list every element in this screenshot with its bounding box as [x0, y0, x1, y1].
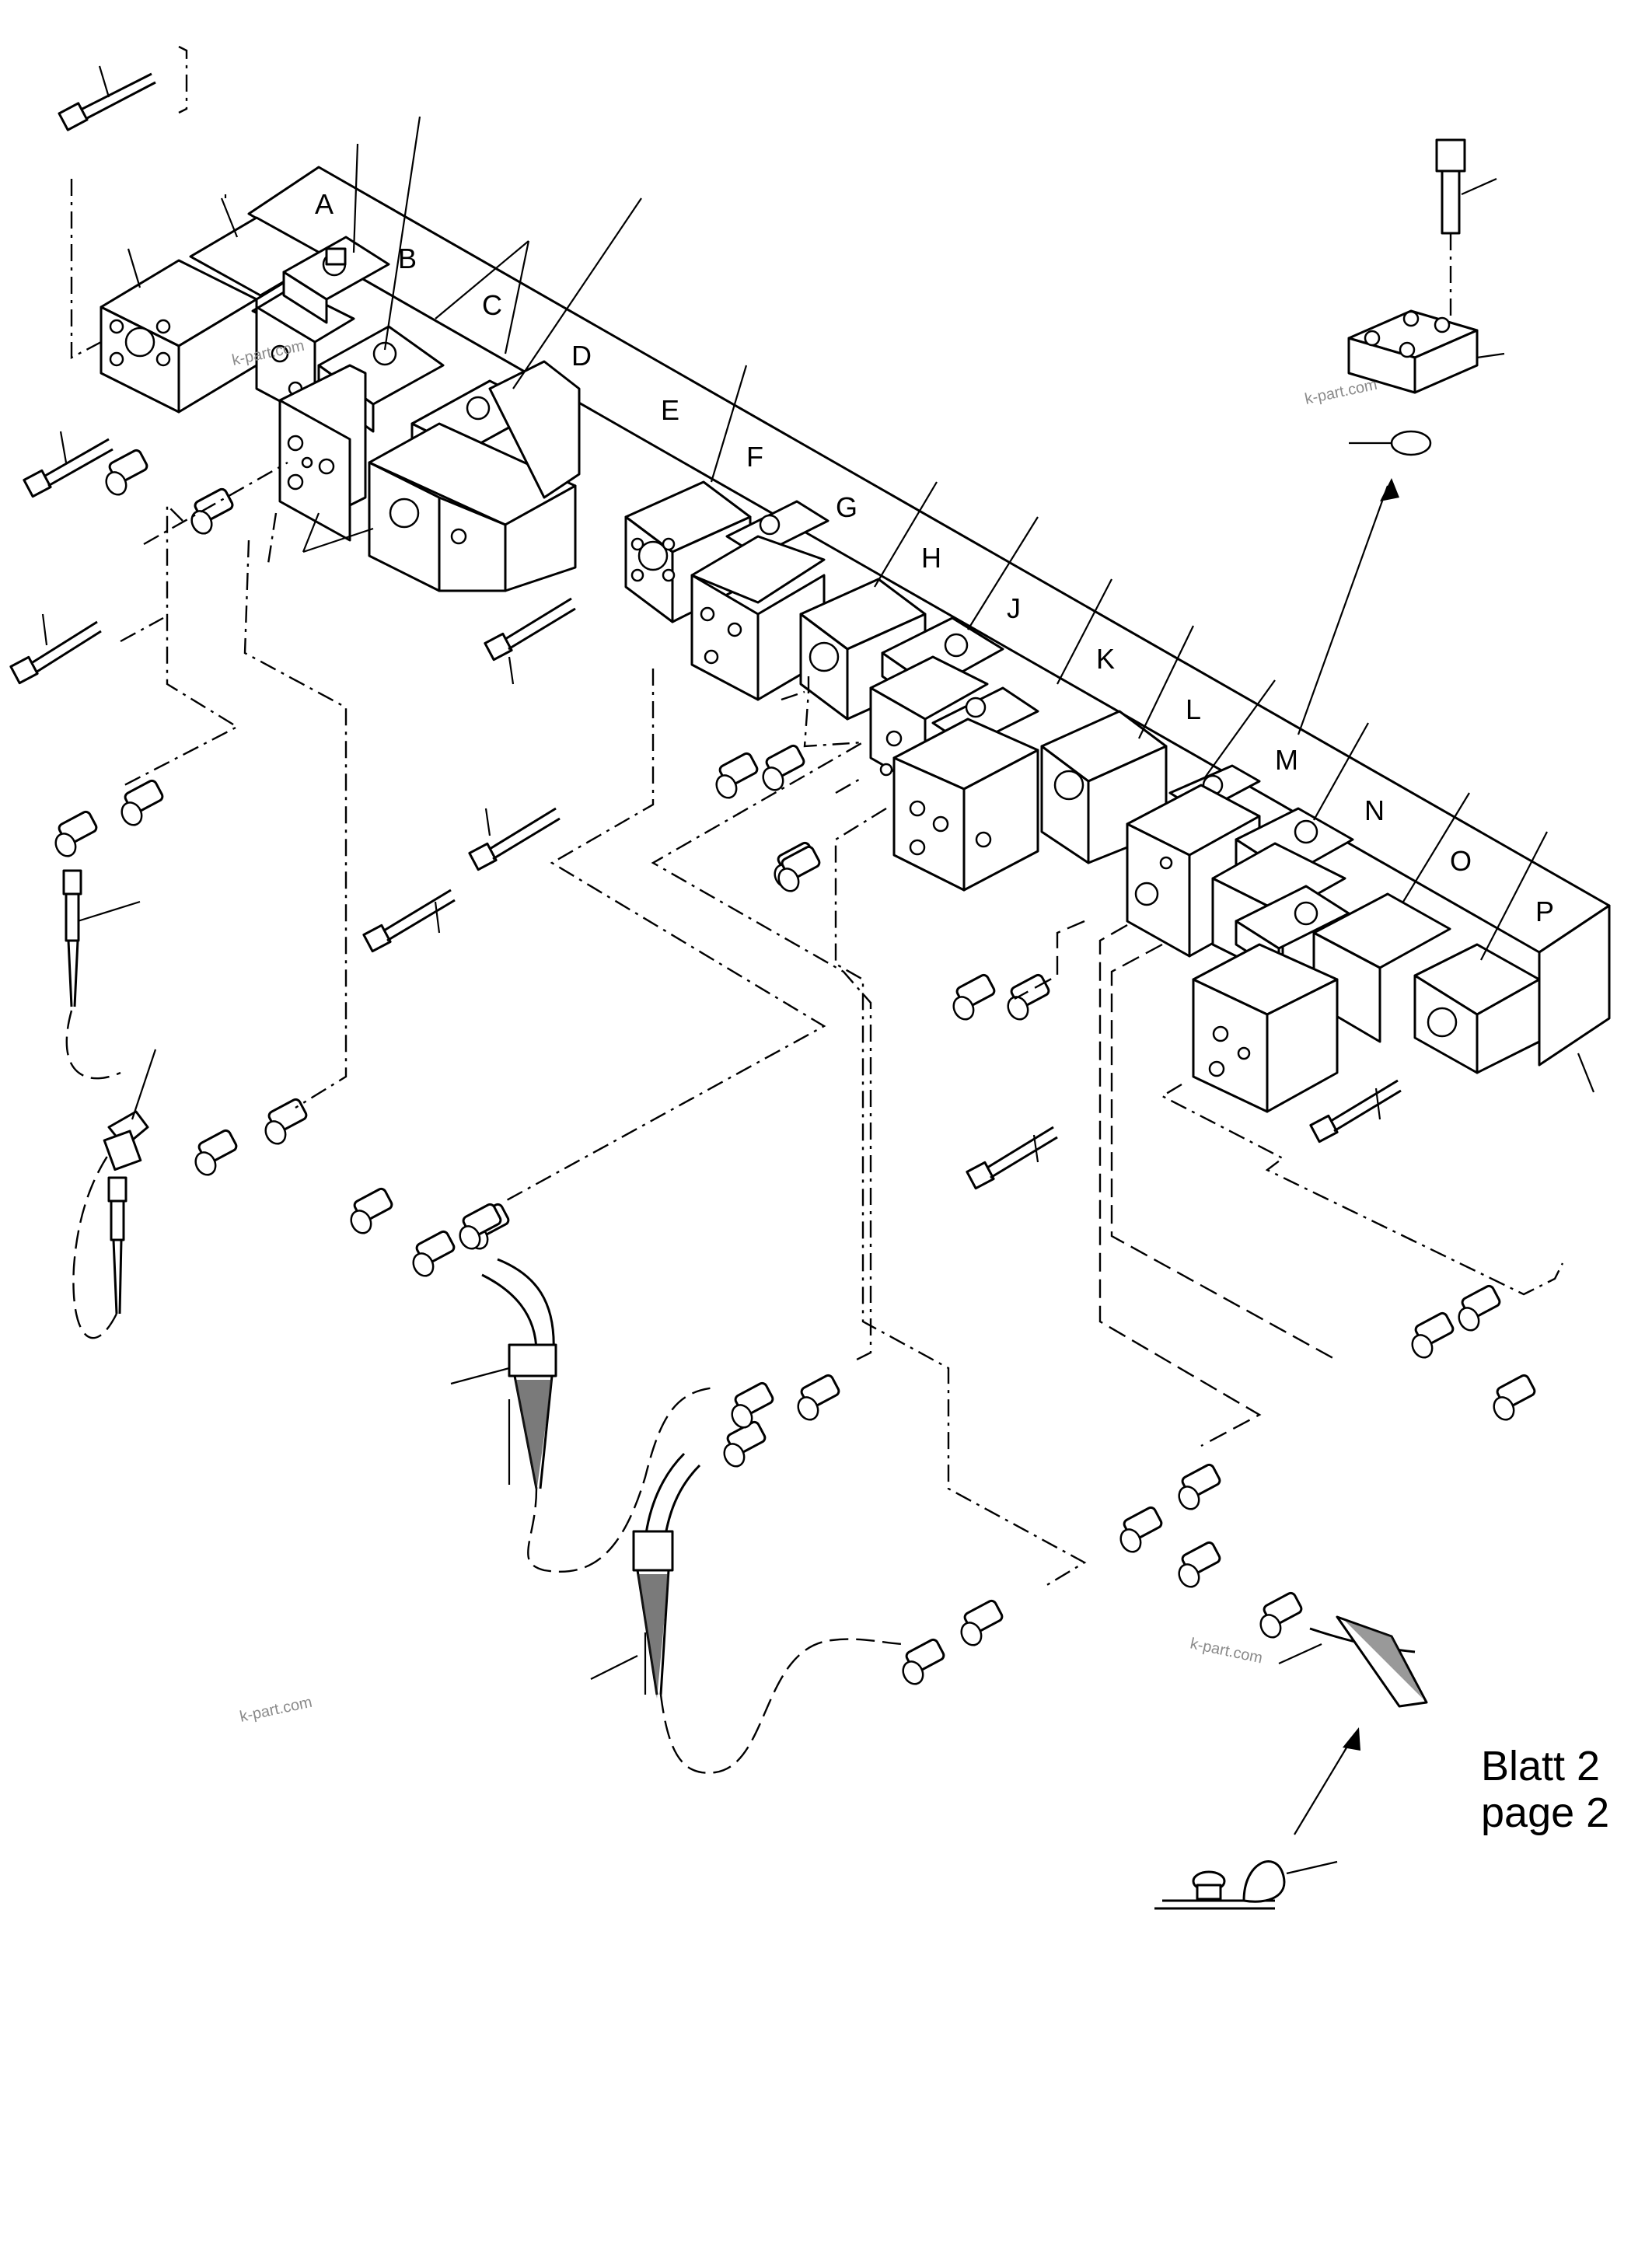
fitting-end: [264, 1120, 287, 1145]
fitting-end: [1493, 1396, 1515, 1421]
pipe-runs: [70, 45, 1564, 1587]
fitting-end: [952, 996, 975, 1021]
fitting-end: [902, 1660, 924, 1685]
sheet-note-line2: page 2: [1481, 1789, 1609, 1836]
fitting-end: [731, 1404, 753, 1429]
section-label-c: C: [482, 289, 502, 321]
valve-block-group-right: [1040, 710, 1541, 1113]
watermark: k-part.com: [1303, 376, 1378, 408]
valve-block-group-middle: [624, 480, 1039, 892]
fitting-end: [715, 774, 738, 799]
fitting-end: [194, 1151, 217, 1176]
fitting-end: [54, 833, 77, 857]
fitting-end: [723, 1443, 746, 1468]
section-label-e: E: [661, 394, 679, 426]
bolts: [9, 65, 1497, 1190]
section-label-f: F: [746, 441, 763, 473]
section-label-a: A: [315, 188, 334, 220]
fitting-end: [1259, 1614, 1282, 1639]
section-label-l: L: [1186, 693, 1201, 725]
fitting-end: [777, 868, 800, 892]
fitting-end: [350, 1210, 372, 1234]
valve-block-group-left: [100, 216, 581, 592]
fitting-end: [960, 1622, 983, 1646]
fitting-end: [1178, 1486, 1200, 1510]
section-label-g: G: [836, 491, 857, 523]
section-label-o: O: [1450, 845, 1472, 877]
sheet-note-line1: Blatt 2: [1481, 1743, 1600, 1789]
fitting-end: [120, 801, 143, 826]
fitting-end: [459, 1225, 481, 1250]
letter-leaders: [127, 116, 1548, 961]
fitting-end: [105, 471, 127, 496]
fitting-end: [190, 510, 213, 535]
manifold-rail: [247, 166, 1611, 1093]
hoses: [62, 869, 1428, 1774]
section-label-h: H: [921, 542, 941, 574]
fitting-end: [1458, 1307, 1480, 1332]
section-label-n: N: [1364, 794, 1385, 826]
fitting-end: [762, 766, 784, 791]
fitting-end: [797, 1396, 819, 1421]
section-label-k: K: [1096, 643, 1115, 675]
section-label-m: M: [1275, 744, 1298, 776]
fitting-end: [412, 1252, 435, 1277]
section-label-b: B: [398, 243, 417, 274]
fitting-end: [1178, 1563, 1200, 1588]
section-label-p: P: [1535, 896, 1554, 927]
sheet-note: Blatt 2 page 2: [1481, 1743, 1609, 1836]
section-label-d: D: [571, 340, 592, 372]
section-labels: A B C D E F G H J K L M N O P: [315, 188, 1554, 927]
watermark: k-part.com: [1189, 1635, 1264, 1667]
cover-plate-detail: [1297, 233, 1505, 735]
watermark: k-part.com: [238, 1694, 313, 1726]
fitting-end: [1007, 996, 1029, 1021]
hose-clamp: [1154, 1727, 1360, 1910]
section-label-j: J: [1007, 592, 1021, 624]
fitting-end: [1119, 1528, 1142, 1553]
fittings: [54, 449, 1536, 1685]
fitting-end: [1411, 1334, 1434, 1359]
